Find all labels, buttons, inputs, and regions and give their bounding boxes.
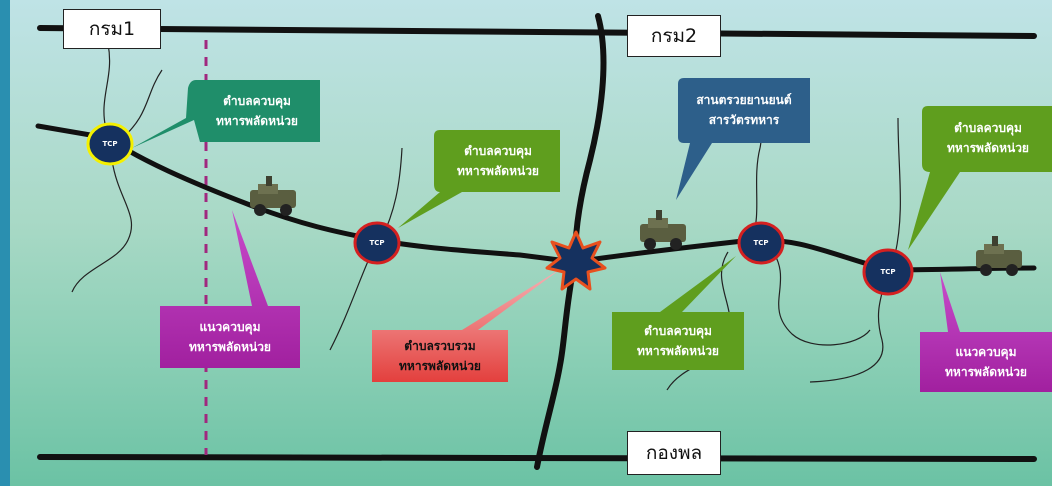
callout-c8-shape — [920, 272, 1052, 392]
callout-line: แนวควบคุม — [199, 320, 261, 334]
military-jeep-icon — [976, 236, 1022, 276]
callout-line: แนวควบคุม — [955, 345, 1017, 359]
top-boundary-line — [37, 25, 1037, 39]
callout-line: ตำบลควบคุม — [464, 144, 532, 158]
callout-line: ตำบลรวบรวม — [404, 339, 476, 353]
tcp-label: TCP — [880, 268, 896, 276]
callout-line: ตำบลควบคุม — [644, 324, 712, 338]
collection-point-star-icon — [545, 230, 607, 291]
callout-c7-text: ตำบลควบคุม ทหารพลัดหน่วย — [612, 312, 744, 370]
callout-c1-text: ตำบลควบคุม ทหารพลัดหน่วย — [196, 82, 318, 140]
unit-label-top-left: กรม1 — [63, 9, 161, 49]
callout-line: ตำบลควบคุม — [223, 94, 291, 108]
callout-c6-text: ตำบลรวบรวม ทหารพลัดหน่วย — [372, 330, 508, 382]
slide-left-bar — [0, 0, 10, 486]
tcp-label: TCP — [369, 239, 385, 247]
callout-c8-text: แนวควบคุม ทหารพลัดหน่วย — [920, 332, 1052, 392]
tcp-marker-4 — [862, 248, 914, 296]
callout-c4-shape — [908, 106, 1052, 250]
callout-c1-shape — [132, 80, 320, 148]
callout-c5-shape — [160, 210, 300, 368]
callout-c2-text: ตำบลควบคุม ทหารพลัดหน่วย — [438, 132, 558, 190]
callout-c7-shape — [612, 256, 744, 370]
tcp-marker-3 — [737, 221, 785, 265]
callout-c3-text: สานตรวยยานยนต์ สารวัตรทหาร — [680, 80, 808, 140]
callout-line: ทหารพลัดหน่วย — [457, 164, 539, 178]
callout-line: ทหารพลัดหน่วย — [216, 114, 298, 128]
callout-line: ทหารพลัดหน่วย — [399, 359, 481, 373]
tcp-marker-2 — [353, 221, 401, 265]
callout-c5-text: แนวควบคุม ทหารพลัดหน่วย — [160, 308, 300, 366]
callout-line: ทหารพลัดหน่วย — [637, 344, 719, 358]
callout-line: สารวัตรทหาร — [708, 113, 780, 127]
unit-label-bottom: กองพล — [627, 431, 721, 475]
callout-line: ทหารพลัดหน่วย — [945, 365, 1027, 379]
callout-c4-text: ตำบลควบคุม ทหารพลัดหน่วย — [924, 108, 1052, 168]
callout-line: ทหารพลัดหน่วย — [947, 141, 1029, 155]
callout-line: สานตรวยยานยนต์ — [696, 93, 792, 107]
callout-c2-shape — [398, 130, 560, 228]
callout-c3-shape — [676, 78, 810, 200]
unit-label-top-mid: กรม2 — [627, 15, 721, 57]
military-jeep-icon — [250, 176, 296, 216]
callout-c6-shape — [372, 268, 562, 382]
tcp-marker-1 — [86, 122, 134, 166]
callout-line: ทหารพลัดหน่วย — [189, 340, 271, 354]
military-jeep-icon — [640, 210, 686, 250]
tcp-label: TCP — [753, 239, 769, 247]
tcp-label: TCP — [102, 140, 118, 148]
callout-line: ตำบลควบคุม — [954, 121, 1022, 135]
